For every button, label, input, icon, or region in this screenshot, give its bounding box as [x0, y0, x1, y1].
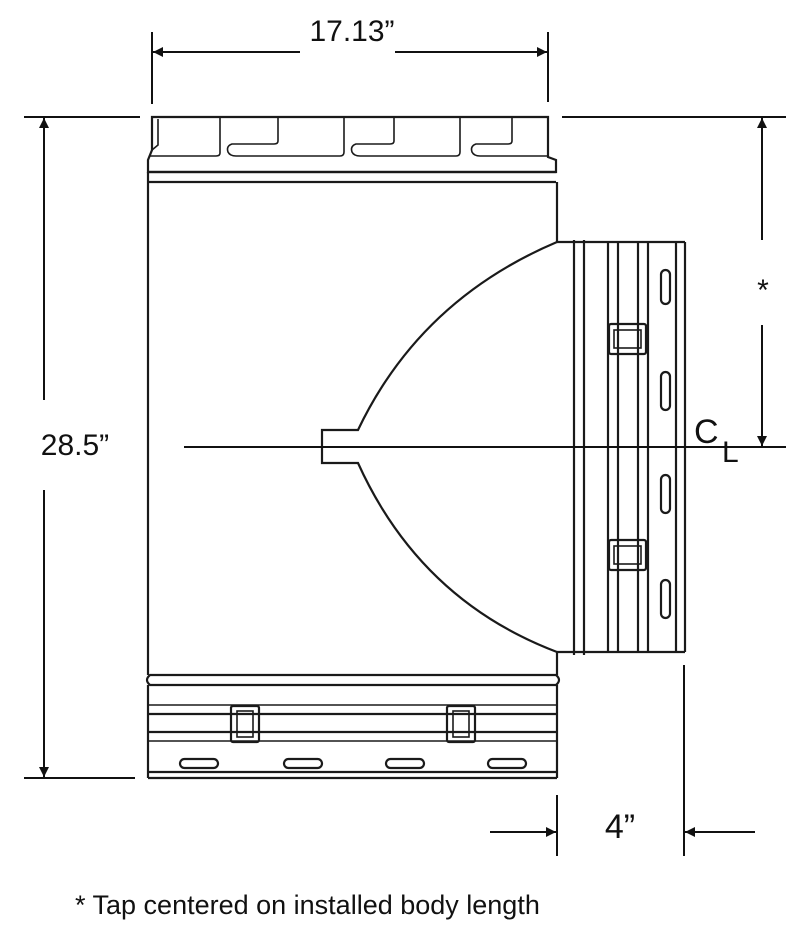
footnote: * Tap centered on installed body length: [75, 890, 540, 920]
centerline: C L: [184, 413, 786, 469]
tap-length-label: 4”: [605, 808, 635, 846]
tap-position-dimension: *: [562, 116, 786, 446]
tee-body: [145, 115, 561, 780]
centerline-c: C: [694, 413, 719, 451]
centerline-l: L: [722, 436, 739, 469]
tap-length-dimension: 4”: [490, 665, 755, 856]
width-dimension: 17.13”: [151, 15, 549, 104]
side-tap: [320, 240, 687, 655]
tap-position-label: *: [757, 274, 769, 307]
height-dimension: 28.5”: [24, 116, 140, 779]
height-label: 28.5”: [41, 429, 109, 462]
width-label: 17.13”: [309, 15, 394, 48]
